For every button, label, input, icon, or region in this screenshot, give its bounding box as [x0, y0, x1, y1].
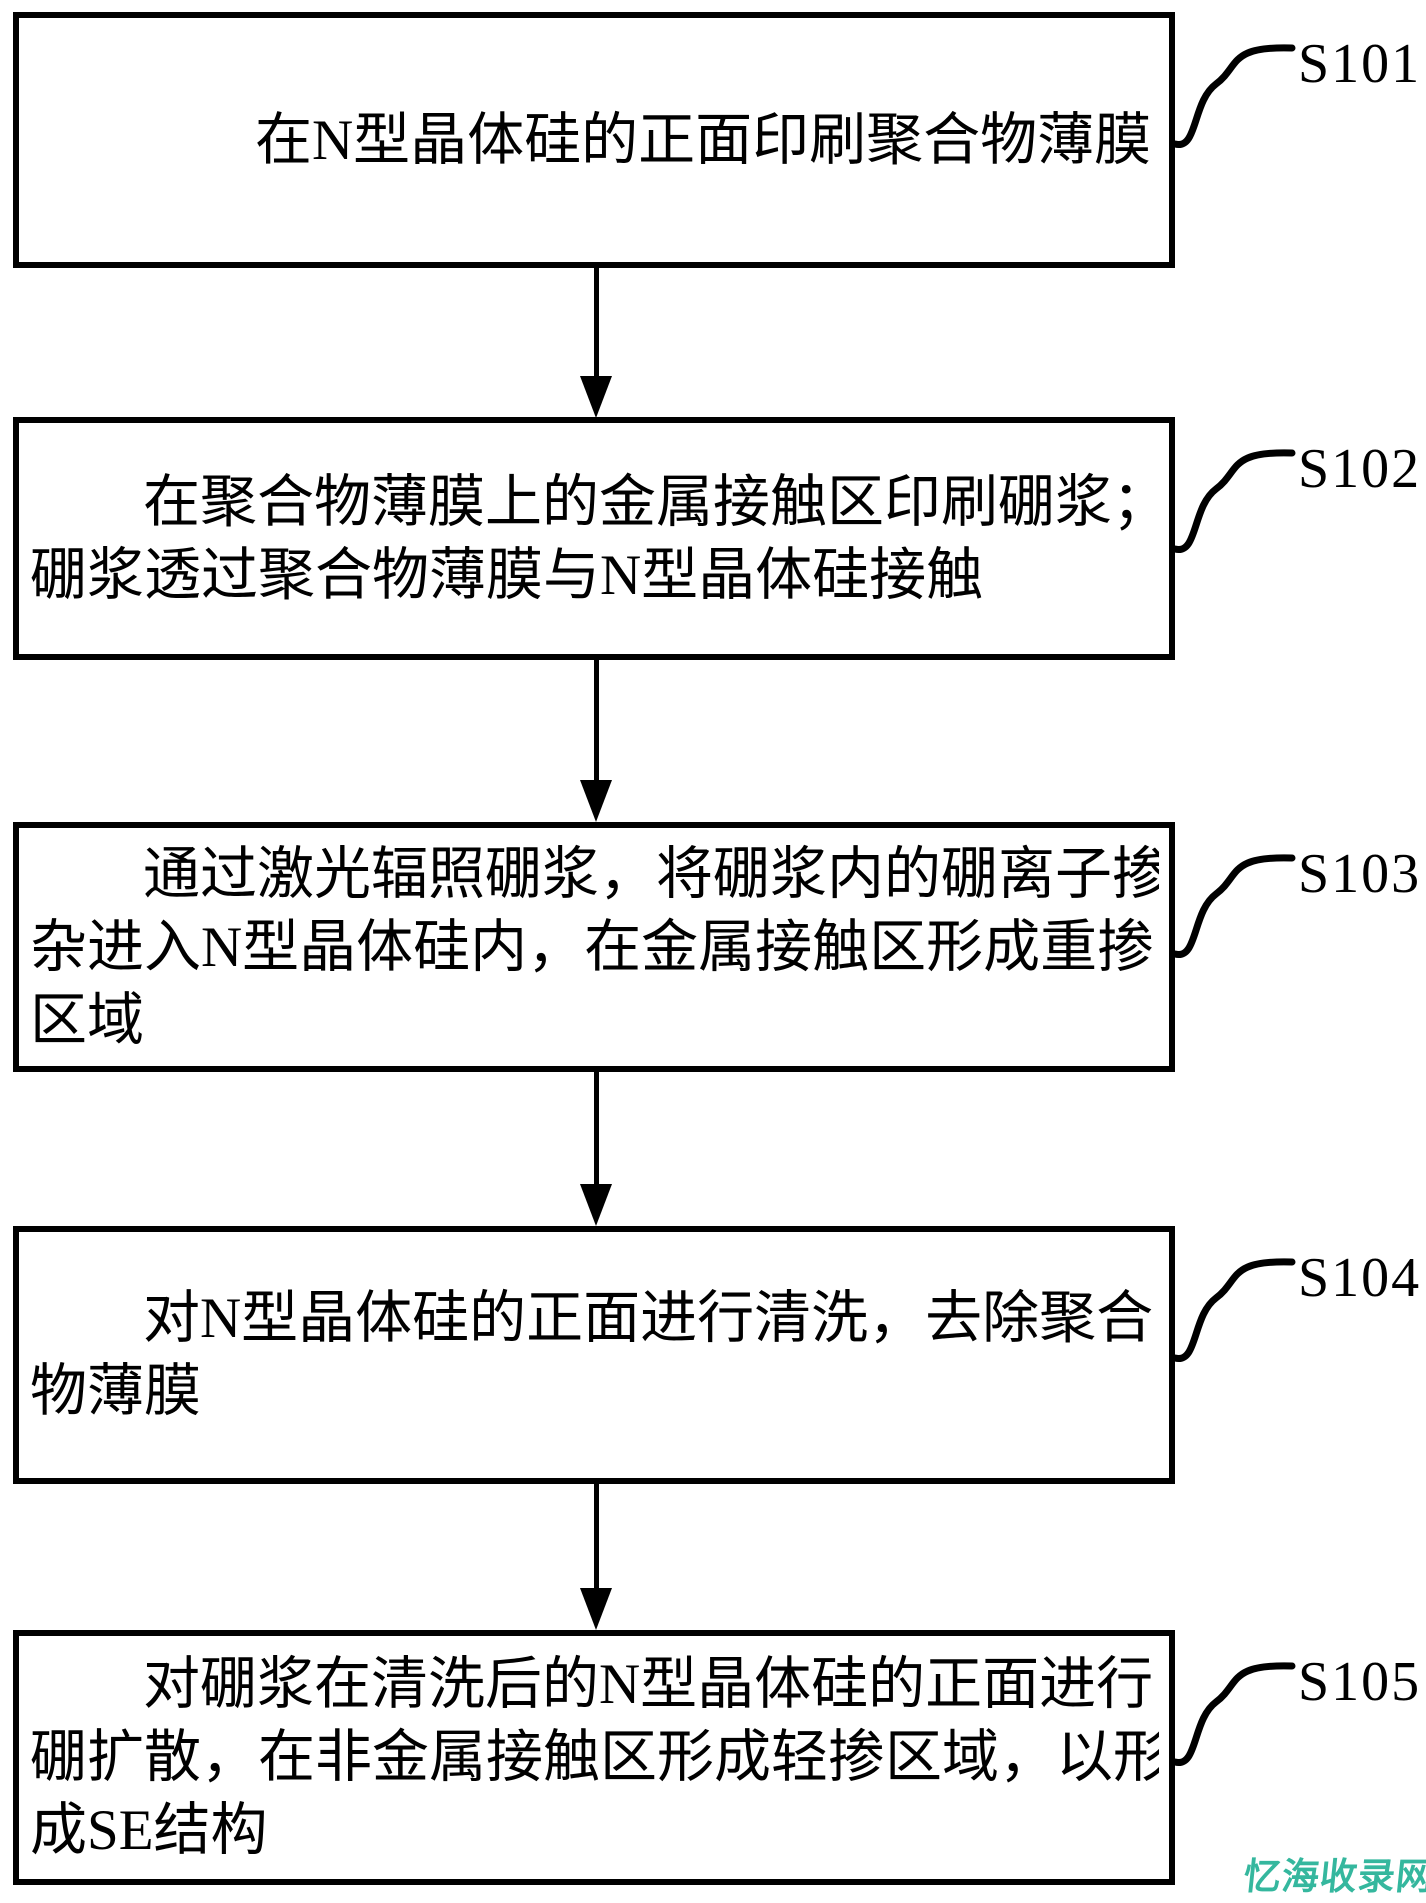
step-label-s102: S102 — [1298, 438, 1422, 500]
step-text-line: 物薄膜 — [30, 1360, 201, 1423]
arrow-head-icon — [580, 780, 612, 822]
connector-curve-s102 — [1172, 449, 1296, 553]
step-box-s104: 对N型晶体硅的正面进行清洗，去除聚合 物薄膜 — [13, 1226, 1175, 1484]
arrow-head-icon — [580, 1184, 612, 1226]
step-box-s102: 在聚合物薄膜上的金属接触区印刷硼浆； 硼浆透过聚合物薄膜与N型晶体硅接触 — [13, 417, 1175, 660]
down-arrow — [580, 660, 612, 822]
step-label-s101: S101 — [1298, 33, 1422, 95]
step-text-line: 在聚合物薄膜上的金属接触区印刷硼浆； — [143, 470, 1159, 534]
arrow-head-icon — [580, 1588, 612, 1630]
step-label-s103: S103 — [1298, 843, 1422, 905]
step-box-s101: 在N型晶体硅的正面印刷聚合物薄膜 — [13, 12, 1175, 268]
arrow-shaft — [593, 1484, 599, 1588]
down-arrow — [580, 1072, 612, 1226]
arrow-shaft — [593, 1072, 599, 1184]
connector-curve-s101 — [1172, 44, 1296, 148]
arrow-shaft — [593, 660, 599, 780]
step-box-s103: 通过激光辐照硼浆，将硼浆内的硼离子掺 杂进入N型晶体硅内，在金属接触区形成重掺 … — [13, 822, 1175, 1072]
step-text-line: 对N型晶体硅的正面进行清洗，去除聚合 — [143, 1287, 1154, 1350]
down-arrow — [580, 268, 612, 418]
step-text-line: 杂进入N型晶体硅内，在金属接触区形成重掺 — [30, 915, 1155, 979]
step-text-line: 硼浆透过聚合物薄膜与N型晶体硅接触 — [30, 543, 984, 607]
connector-curve-s103 — [1172, 854, 1296, 958]
down-arrow — [580, 1484, 612, 1630]
arrow-head-icon — [580, 376, 612, 418]
step-text-line: 对硼浆在清洗后的N型晶体硅的正面进行 — [143, 1653, 1154, 1716]
step-label-s104: S104 — [1298, 1247, 1422, 1309]
arrow-shaft — [593, 268, 599, 376]
step-text-line: 通过激光辐照硼浆，将硼浆内的硼离子掺 — [143, 842, 1159, 906]
connector-curve-s104 — [1172, 1258, 1296, 1362]
step-text-line: 区域 — [30, 988, 144, 1052]
connector-curve-s105 — [1172, 1662, 1296, 1766]
step-label-s105: S105 — [1298, 1651, 1422, 1713]
step-text-line: 成SE结构 — [30, 1799, 268, 1862]
step-text-line: 在N型晶体硅的正面印刷聚合物薄膜 — [255, 108, 1152, 172]
step-box-s105: 对硼浆在清洗后的N型晶体硅的正面进行 硼扩散，在非金属接触区形成轻掺区域，以形 … — [13, 1630, 1175, 1885]
step-text-line: 硼扩散，在非金属接触区形成轻掺区域，以形 — [30, 1726, 1159, 1789]
watermark-logo: 忆海收录网 — [1241, 1856, 1426, 1897]
